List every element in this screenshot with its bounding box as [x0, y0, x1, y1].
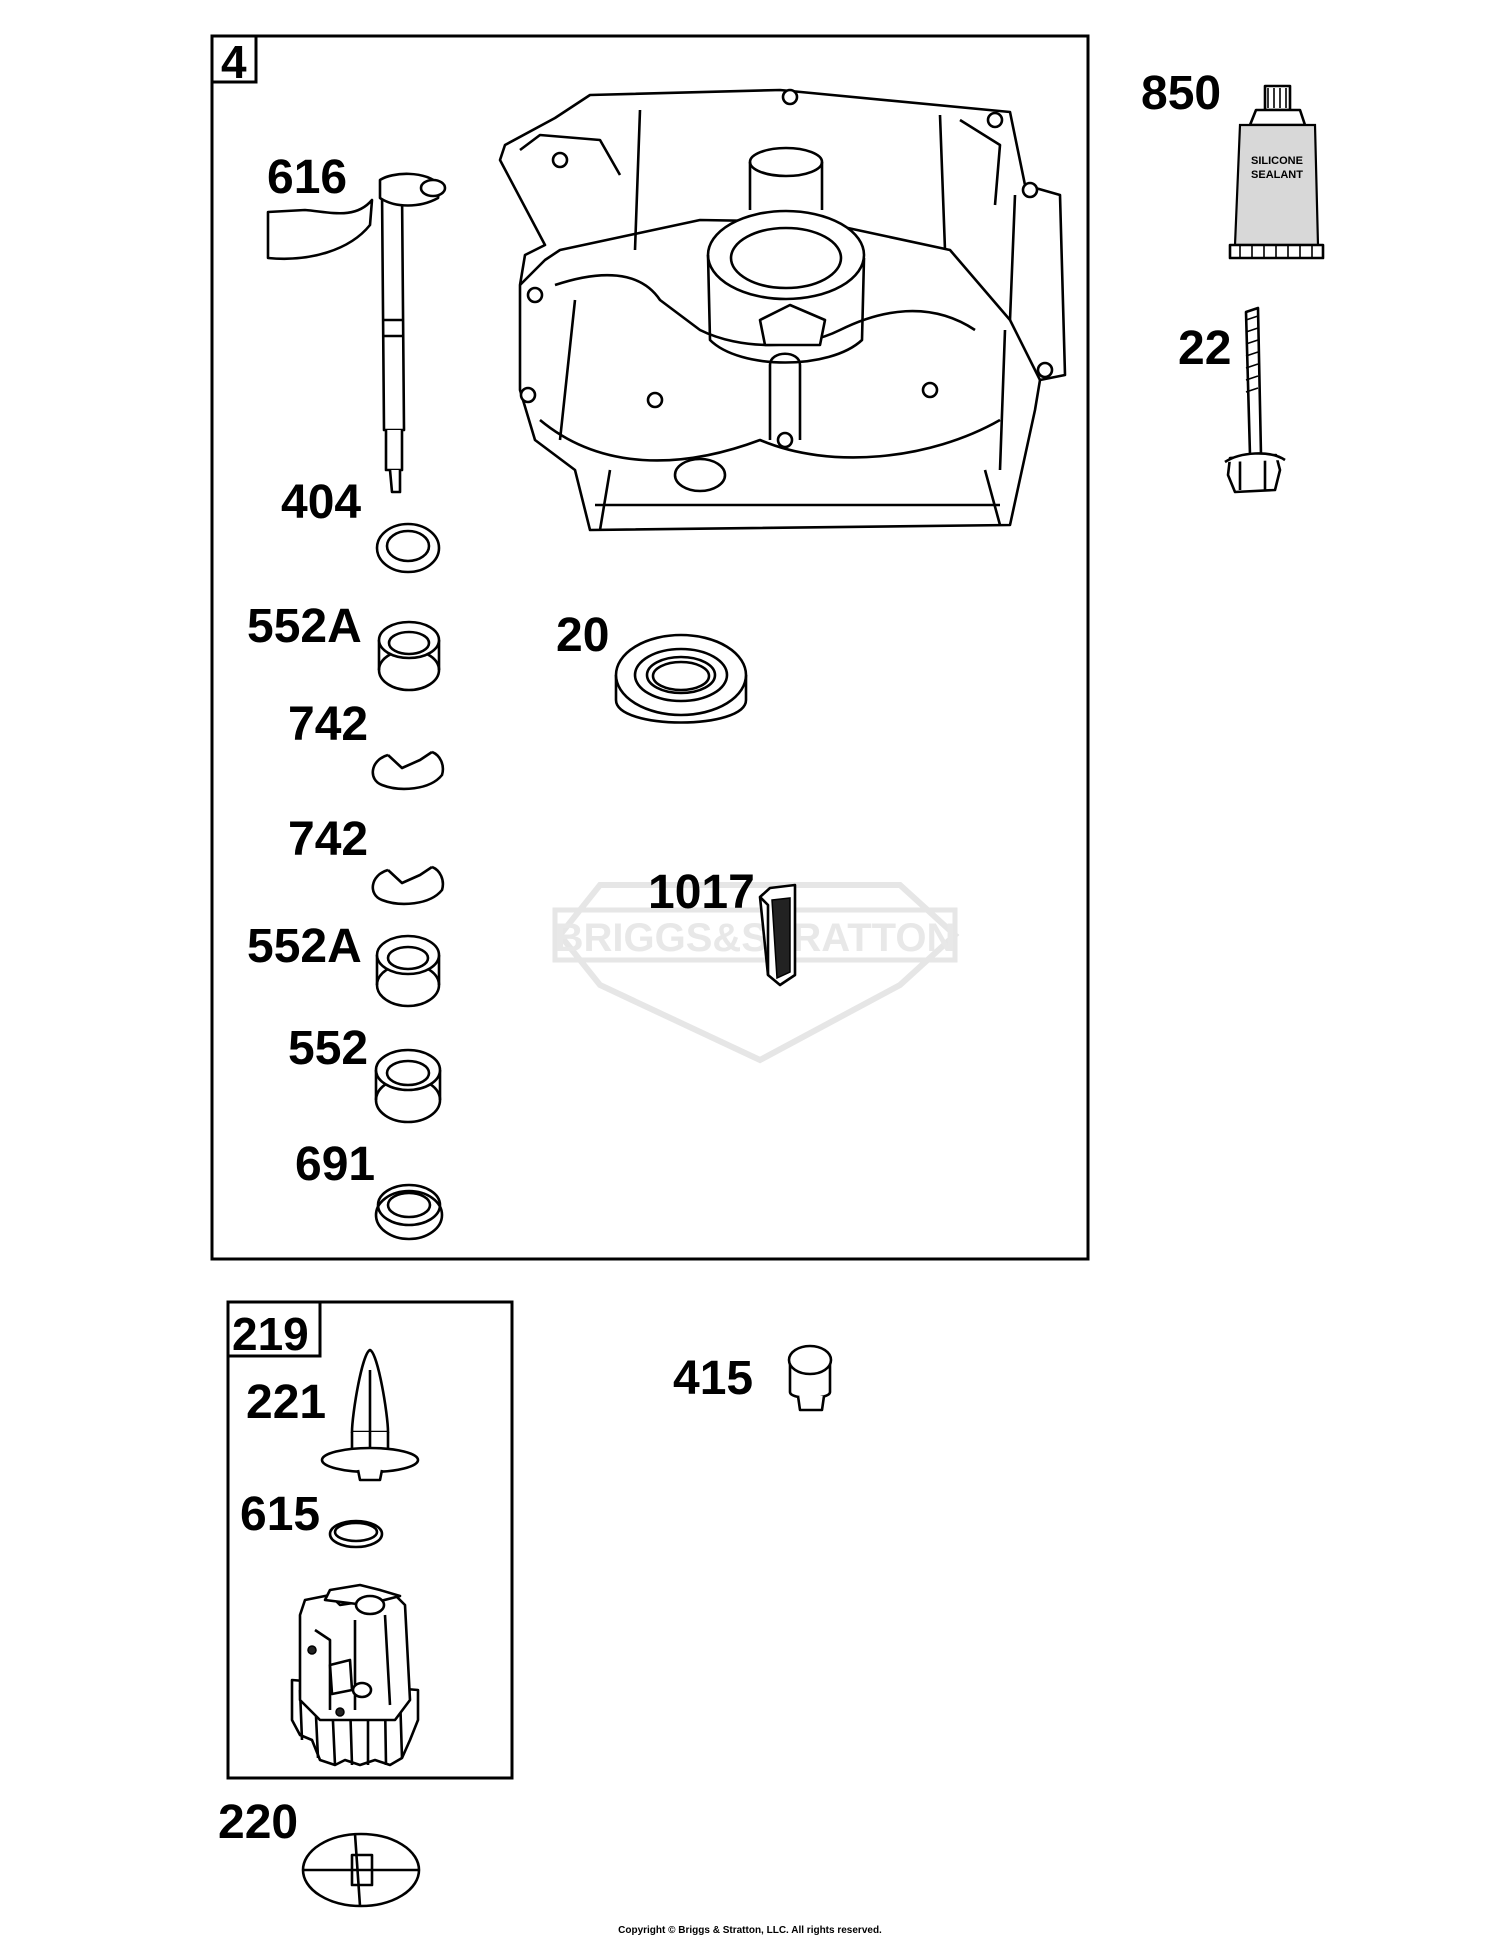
callout-850: 850 — [1141, 67, 1221, 120]
copyright-notice: Copyright © Briggs & Stratton, LLC. All … — [618, 1925, 882, 1936]
assembly-box-4: 4 — [210, 34, 1090, 1261]
watermark-text: BRIGGS&STRATTON — [555, 916, 956, 960]
plug-415-icon — [787, 1344, 833, 1412]
retaining-ring-615-icon — [328, 1519, 384, 1549]
tube-text-line2: SEALANT — [1251, 169, 1303, 181]
callout-20: 20 — [556, 609, 609, 662]
callout-615: 615 — [240, 1488, 320, 1541]
box-label-219: 219 — [232, 1308, 309, 1360]
e-clip-742-bottom-icon — [371, 865, 445, 906]
ball-bearing-20-icon — [614, 633, 748, 724]
callout-404: 404 — [281, 476, 361, 529]
governor-shaft-icon — [266, 172, 447, 494]
breather-1017-icon — [758, 883, 797, 987]
callout-415: 415 — [673, 1352, 753, 1405]
callout-221: 221 — [246, 1376, 326, 1429]
silicone-sealant-tube-icon: SILICONE SEALANT — [1228, 84, 1325, 260]
callout-22: 22 — [1178, 322, 1231, 375]
bushing-552a-top-icon — [377, 620, 441, 692]
governor-gear-assembly-icon — [290, 1583, 420, 1767]
callout-742-bottom: 742 — [288, 813, 368, 866]
callout-691: 691 — [295, 1138, 375, 1191]
bolt-22-icon — [1224, 306, 1286, 494]
callout-742-top: 742 — [288, 698, 368, 751]
thrust-washer-220-icon — [301, 1832, 421, 1908]
tube-text-line1: SILICONE — [1251, 155, 1303, 167]
box-label-4: 4 — [221, 36, 247, 88]
bushing-552-icon — [374, 1048, 442, 1124]
callout-616: 616 — [267, 151, 347, 204]
callout-220: 220 — [218, 1796, 298, 1849]
briggs-stratton-watermark: BRIGGS&STRATTON — [552, 882, 960, 1064]
bushing-552a-bottom-icon — [375, 934, 441, 1008]
seal-691-icon — [374, 1183, 444, 1241]
callout-552a-bottom: 552A — [247, 920, 362, 973]
callout-552: 552 — [288, 1022, 368, 1075]
e-clip-742-top-icon — [371, 750, 445, 791]
assembly-box-219: 219 — [226, 1300, 514, 1780]
callout-552a-top: 552A — [247, 600, 362, 653]
governor-cup-221-icon — [320, 1348, 420, 1482]
callout-1017: 1017 — [648, 866, 755, 919]
crankcase-sump-icon — [498, 88, 1067, 532]
